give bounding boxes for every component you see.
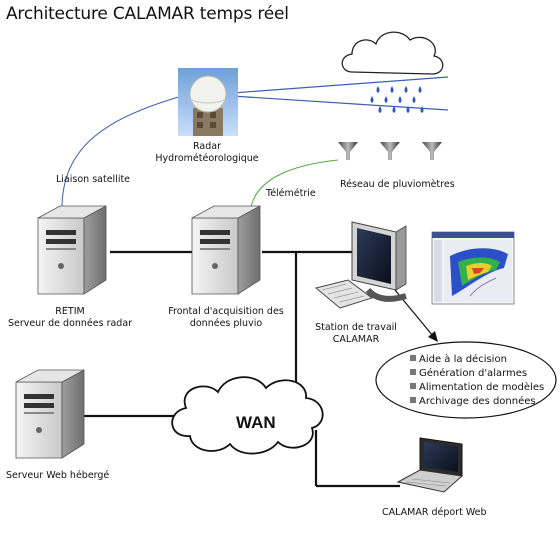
workstation-icon	[314, 221, 407, 309]
radar-label-line2: Hydrométéorologique	[155, 153, 259, 164]
station-label-line2: CALAMAR	[332, 334, 380, 345]
retim-label: RETIM Serveur de données radar	[0, 306, 140, 330]
rain-cloud-icon	[341, 31, 444, 75]
frontal-server-icon	[191, 205, 261, 295]
radar-beam-lower	[231, 95, 449, 111]
feature-item: Aide à la décision	[410, 353, 544, 367]
feature-item: Archivage des données	[410, 395, 544, 409]
laptop-icon	[396, 437, 464, 493]
retim-server-icon	[37, 205, 107, 295]
web-server-icon	[15, 369, 85, 459]
features-ellipse	[375, 341, 557, 419]
radar-map-thumbnail	[431, 231, 515, 305]
feature-item: Génération d'alarmes	[410, 367, 544, 381]
bullet-icon	[410, 383, 416, 389]
feature-text: Archivage des données	[419, 396, 536, 407]
feature-text: Génération d'alarmes	[419, 368, 528, 379]
bullet-icon	[410, 369, 416, 375]
telemetry-link	[249, 159, 339, 215]
wan-label: WAN	[236, 413, 276, 432]
feature-item: Alimentation de modèles	[410, 381, 544, 395]
laptop-label: CALAMAR déport Web	[382, 507, 487, 518]
feature-text: Aide à la décision	[419, 354, 507, 365]
frontal-label: Frontal d'acquisition des données pluvio	[156, 306, 296, 330]
web-server-label: Serveur Web hébergé	[6, 470, 110, 481]
frontal-label-line1: Frontal d'acquisition des	[168, 306, 284, 317]
pluvio-network-label: Réseau de pluviomètres	[340, 179, 455, 190]
frontal-label-line2: données pluvio	[189, 318, 263, 329]
rain-gauge-icon	[422, 142, 442, 160]
rain-gauge-icon	[380, 142, 400, 160]
satellite-link	[61, 95, 183, 215]
radar-label-line1: Radar	[193, 141, 221, 152]
page-title: Architecture CALAMAR temps réel	[6, 4, 289, 24]
bullet-icon	[410, 397, 416, 403]
bullet-icon	[410, 355, 416, 361]
rain-drops-icon	[370, 86, 424, 113]
station-label-line1: Station de travail	[315, 322, 397, 333]
retim-label-line2: Serveur de données radar	[7, 318, 133, 329]
satellite-link-label: Liaison satellite	[56, 174, 131, 185]
wan-cloud	[171, 376, 324, 455]
retim-label-line1: RETIM	[55, 306, 85, 317]
radar-label: Radar Hydrométéorologique	[142, 141, 272, 165]
rain-gauge-icon	[338, 142, 358, 160]
network-wires	[80, 250, 400, 488]
station-label: Station de travail CALAMAR	[306, 322, 406, 346]
features-list: Aide à la décision Génération d'alarmes …	[410, 353, 544, 409]
radar-beam-upper	[231, 76, 449, 94]
telemetry-label: Télémétrie	[266, 188, 316, 199]
feature-text: Alimentation de modèles	[419, 382, 545, 393]
radar-tower-icon	[178, 68, 238, 136]
